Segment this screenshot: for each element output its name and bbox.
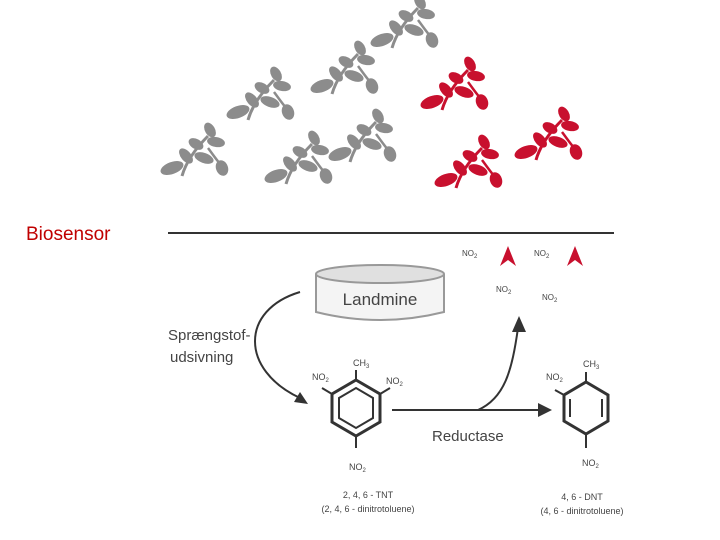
plant-icon: [417, 53, 492, 114]
tnt-name: 2, 4, 6 - TNT: [343, 490, 394, 500]
reductase-label: Reductase: [432, 428, 504, 445]
plant-icon: [261, 127, 336, 188]
dnt-ch3: CH3: [583, 359, 600, 371]
released-no2-1: NO2: [462, 249, 478, 260]
plant-icon-group-gray: [157, 0, 442, 188]
tnt-no2-bottom: NO2: [349, 462, 367, 474]
red-arrow-icon: [567, 246, 583, 266]
dnt-no2-left: NO2: [546, 372, 564, 384]
release-arrow: [477, 327, 519, 411]
plant-icon: [157, 119, 232, 180]
tnt-ch3: CH3: [353, 358, 370, 370]
tnt-no2-right: NO2: [386, 376, 404, 388]
tnt-molecule: CH3 NO2 NO2 NO2 2, 4, 6 - TNT (2, 4, 6 -…: [312, 358, 415, 514]
dnt-full-name: (4, 6 - dinitrotoluene): [540, 506, 623, 516]
plant-icon: [307, 37, 382, 98]
plant-icon: [367, 0, 442, 52]
released-no2-2: NO2: [534, 249, 550, 260]
arrow-icon: [294, 392, 308, 404]
landmine-label: Landmine: [343, 290, 418, 309]
landmine: Landmine: [315, 264, 445, 321]
biosensor-label: Biosensor: [26, 224, 111, 245]
released-no2-4: NO2: [542, 293, 558, 304]
arrow-icon: [538, 403, 552, 417]
tnt-no2-left: NO2: [312, 372, 330, 384]
dnt-molecule: CH3 NO2 NO2 4, 6 - DNT (4, 6 - dinitroto…: [540, 359, 623, 516]
dnt-name: 4, 6 - DNT: [561, 492, 603, 502]
released-no2: NO2 NO2 NO2 NO2: [462, 246, 583, 304]
leaching-label: Sprængstof- udsivning: [168, 327, 251, 366]
plant-icon: [431, 131, 506, 192]
leaching-label-line1: Sprængstof-: [168, 327, 251, 344]
tnt-full-name: (2, 4, 6 - dinitrotoluene): [321, 504, 414, 514]
plant-icon-group-red: [417, 53, 586, 192]
plant-icon: [325, 105, 400, 166]
arrow-icon: [512, 316, 526, 332]
plant-icon: [511, 103, 586, 164]
leach-arrow: [254, 291, 301, 399]
released-no2-3: NO2: [496, 285, 512, 296]
dnt-no2-bottom: NO2: [582, 458, 600, 470]
leaching-label-line2: udsivning: [170, 349, 233, 366]
plant-icon: [223, 63, 298, 124]
red-arrow-icon: [500, 246, 516, 266]
